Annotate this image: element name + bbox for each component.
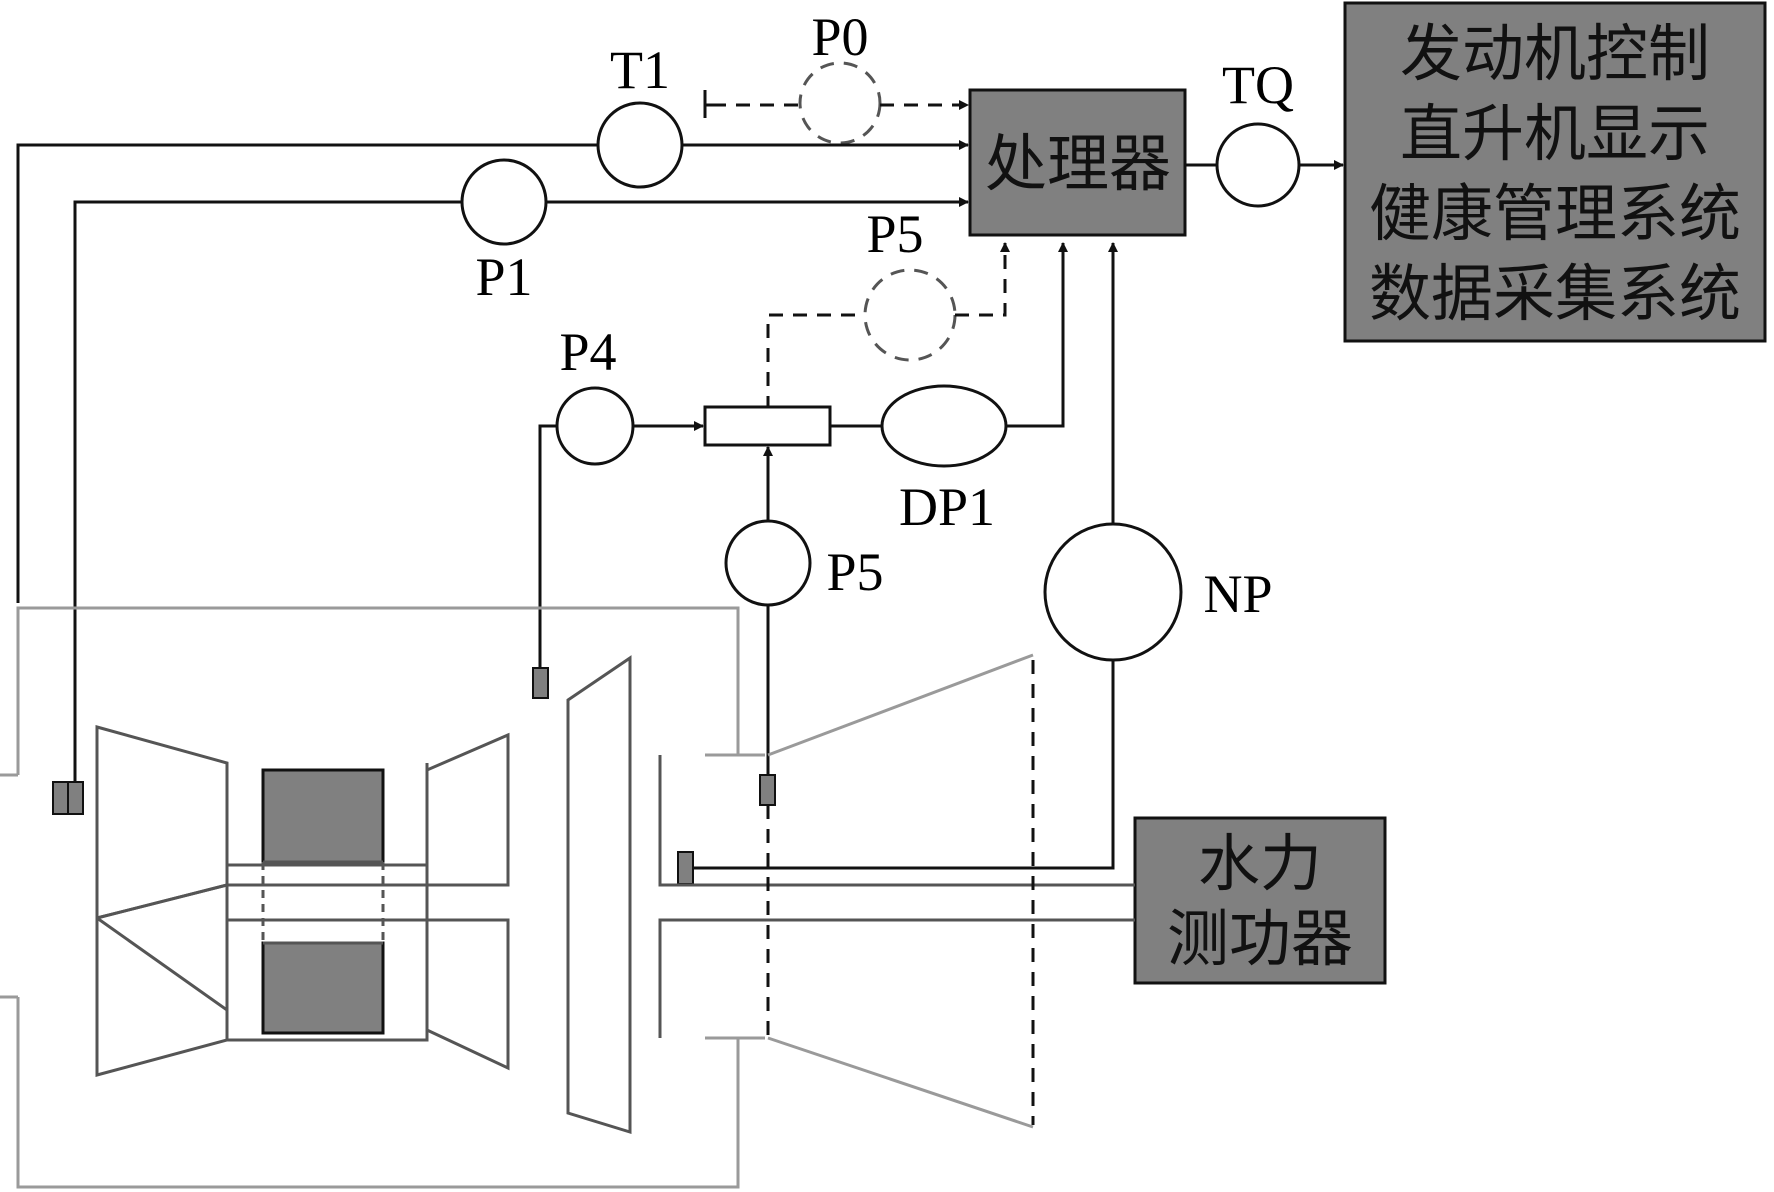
sensor-plugs xyxy=(52,667,776,885)
shaft-lines xyxy=(766,660,1035,1125)
dp1-label: DP1 xyxy=(899,477,995,537)
dynamometer-line-1: 水力 xyxy=(1198,827,1322,900)
np-sensor: NP xyxy=(690,242,1273,870)
p4-label: P4 xyxy=(559,322,616,382)
p5-bottom-label: P5 xyxy=(826,542,883,602)
engine-casing xyxy=(0,606,1034,1189)
combustor-top xyxy=(261,768,385,864)
p1-plug-2 xyxy=(67,781,84,815)
compressor-section xyxy=(95,725,510,1077)
p4-plug xyxy=(532,667,549,699)
p1-label: P1 xyxy=(475,247,532,307)
p5-bottom-sensor: P5 xyxy=(724,446,884,775)
combustor-bottom xyxy=(261,941,385,1035)
p0-label: P0 xyxy=(811,7,868,67)
dynamometer-box: 水力 测功器 xyxy=(1133,816,1387,985)
p5-top-sensor: P5 xyxy=(766,204,1010,410)
np-label: NP xyxy=(1203,564,1272,624)
t1-sensor: T1 xyxy=(16,40,969,603)
p0-sensor: P0 xyxy=(703,7,969,145)
output-system-line-2: 直升机显示 xyxy=(1400,97,1710,170)
p1-plug xyxy=(52,781,69,815)
processor-label: 处理器 xyxy=(985,127,1171,200)
output-systems-box: 发动机控制 直升机显示 健康管理系统 数据采集系统 xyxy=(1343,1,1767,343)
p1-sensor: P1 xyxy=(73,158,969,782)
dp1-sensor: DP1 xyxy=(830,242,1068,537)
tq-label: TQ xyxy=(1222,55,1294,115)
p5-top-label: P5 xyxy=(866,204,923,264)
np-plug xyxy=(677,851,694,885)
t1-label: T1 xyxy=(610,40,670,100)
output-system-line-4: 数据采集系统 xyxy=(1369,257,1741,330)
tq-sensor: TQ xyxy=(1185,55,1344,208)
p4-sensor: P4 xyxy=(538,322,704,668)
processor-box: 处理器 xyxy=(968,88,1187,237)
differential-block xyxy=(703,405,832,447)
p5-plug xyxy=(759,774,776,806)
turbine-section xyxy=(566,655,1135,1135)
output-system-line-3: 健康管理系统 xyxy=(1369,177,1741,250)
dynamometer-line-2: 测功器 xyxy=(1167,902,1353,975)
output-system-line-1: 发动机控制 xyxy=(1400,17,1710,90)
